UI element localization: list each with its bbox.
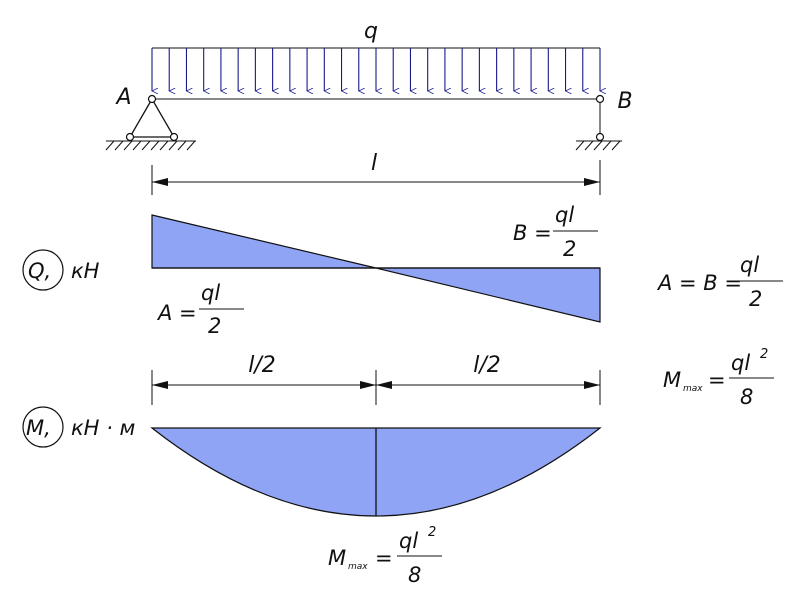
- hinge-a: [147, 94, 157, 104]
- shear-positive-area: [151, 214, 377, 269]
- ground-hatch-a: [105, 140, 196, 151]
- hatch-line: [159, 140, 169, 151]
- reactions-den: 2: [749, 287, 762, 311]
- hatch-line: [105, 140, 115, 151]
- shear-label-circle: [22, 249, 64, 291]
- load-label: q: [364, 19, 378, 44]
- shear-label: Q,: [28, 259, 51, 283]
- hatch-line: [593, 140, 603, 151]
- shear-unit: кН: [71, 259, 100, 283]
- support-b: B: [575, 89, 633, 151]
- support-b-label: B: [617, 89, 632, 114]
- reactions-lhs: A = B =: [656, 271, 742, 295]
- hatch-line: [123, 140, 133, 151]
- moment-max-eq: =: [375, 546, 393, 570]
- distributed-load: q: [152, 19, 600, 91]
- side-mmax-den: 8: [740, 385, 753, 409]
- moment-label: M,: [26, 416, 51, 440]
- hatch-line: [584, 140, 594, 151]
- hatch-line: [141, 140, 151, 151]
- half-left-label: l/2: [248, 353, 276, 378]
- shear-diagram: Q, кН A = ql 2 B = ql 2: [22, 203, 601, 338]
- hatch-line: [132, 140, 142, 151]
- moment-max-sup: 2: [428, 525, 436, 540]
- hatch-line: [611, 140, 621, 151]
- hatch-line: [575, 140, 585, 151]
- pin-triangle: [128, 97, 176, 138]
- hatch-line: [168, 140, 178, 151]
- shear-negative-area: [375, 267, 601, 323]
- hinge-a-right: [169, 132, 179, 142]
- side-mmax-m: M: [663, 368, 681, 392]
- half-right-label: l/2: [473, 353, 501, 378]
- shear-left-num: ql: [201, 281, 220, 305]
- ground-hatch-b: [575, 140, 621, 151]
- hinge-b: [595, 94, 605, 104]
- side-mmax-num: ql: [731, 351, 750, 375]
- side-mmax-sup: 2: [760, 347, 768, 362]
- moment-max-den: 8: [408, 563, 421, 587]
- moment-diagram: M, кН · м M max = ql 2 8: [22, 406, 602, 587]
- hatch-line: [186, 140, 196, 151]
- moment-unit: кН · м: [71, 416, 136, 440]
- support-a: A: [105, 85, 196, 151]
- moment-max-sub: max: [348, 562, 368, 572]
- support-a-label: A: [114, 85, 131, 110]
- hatch-line: [150, 140, 160, 151]
- half-span-dimension: l/2 l/2: [151, 353, 601, 405]
- shear-left-lhs: A =: [156, 301, 197, 325]
- hatch-line: [177, 140, 187, 151]
- span-label: l: [371, 151, 377, 176]
- hinge-a-left: [125, 132, 135, 142]
- hinge-b-low: [595, 132, 605, 142]
- span-dimension: l: [151, 151, 601, 195]
- moment-max-m: M: [328, 546, 346, 570]
- moment-label-circle: [22, 406, 64, 448]
- side-mmax-eq: =: [708, 368, 726, 392]
- shear-right-num: ql: [555, 203, 574, 227]
- shear-right-den: 2: [563, 237, 576, 261]
- shear-right-lhs: B =: [513, 221, 552, 245]
- shear-left-den: 2: [208, 314, 221, 338]
- load-arrows: [152, 48, 600, 91]
- side-formulas: A = B = ql 2 M max = ql 2 8: [656, 253, 783, 409]
- reactions-num: ql: [740, 253, 759, 277]
- moment-max-num: ql: [399, 529, 418, 553]
- side-mmax-sub: max: [683, 384, 703, 394]
- hatch-line: [114, 140, 124, 151]
- hatch-line: [602, 140, 612, 151]
